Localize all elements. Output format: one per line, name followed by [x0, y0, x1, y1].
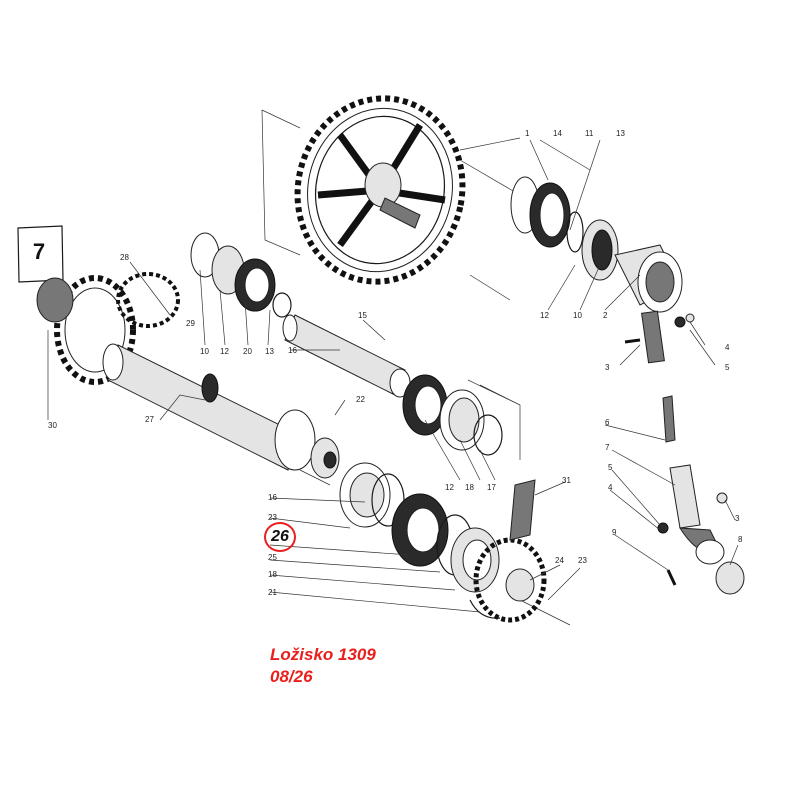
- part-label: 10: [573, 311, 582, 320]
- group-number: 7: [32, 239, 46, 264]
- highlighted-part-number: 26: [264, 522, 296, 552]
- nut: [674, 316, 686, 328]
- chain-link: [509, 479, 536, 541]
- part-label: 11: [585, 129, 594, 138]
- bolt: [624, 338, 641, 344]
- part-label: 13: [616, 129, 625, 138]
- upper-bearing-assembly: [510, 176, 683, 313]
- long-shaft: [102, 343, 340, 479]
- part-label: 18: [465, 483, 474, 492]
- washer: [685, 313, 695, 323]
- bracket-plate: [641, 310, 665, 364]
- part-label: 3: [605, 363, 610, 372]
- part-label: 16: [288, 346, 297, 355]
- left-bearing-assembly: [190, 232, 292, 318]
- frame-line: [261, 109, 301, 256]
- part-label: 29: [186, 319, 195, 328]
- part-label: 25: [268, 553, 277, 562]
- middle-bearing-assembly: [402, 374, 503, 456]
- part-label: 30: [48, 421, 57, 430]
- part-label: 4: [725, 343, 730, 352]
- part-label: 23: [268, 513, 277, 522]
- part-label: 31: [562, 476, 571, 485]
- part-label: 5: [725, 363, 730, 372]
- part-label: 14: [553, 129, 562, 138]
- frame-line: [459, 159, 521, 460]
- part-label: 22: [356, 395, 365, 404]
- part-label: 17: [487, 483, 496, 492]
- part-label: 2: [603, 311, 608, 320]
- part-label: 13: [265, 347, 274, 356]
- part-label: 27: [145, 415, 154, 424]
- part-label: 24: [555, 556, 564, 565]
- frame-line: [299, 469, 571, 626]
- large-sprocket: [294, 95, 466, 285]
- part-label: 15: [358, 311, 367, 320]
- part-label: 12: [445, 483, 454, 492]
- part-label: 1: [525, 129, 530, 138]
- leader-lines: [47, 137, 739, 613]
- part-label: 16: [268, 493, 277, 502]
- upper-shaft: [282, 314, 411, 398]
- part-label: 28: [120, 253, 129, 262]
- tension-arm-assembly: [657, 395, 745, 595]
- part-label: 10: [200, 347, 209, 356]
- part-labels: 1 14 11 13 28 29 10 12 20 13 16 15 12 10…: [48, 129, 743, 597]
- part-label: 12: [220, 347, 229, 356]
- part-label: 20: [243, 347, 252, 356]
- part-label: 7: [605, 443, 610, 452]
- part-label: 5: [608, 463, 613, 472]
- part-label: 3: [735, 514, 740, 523]
- part-label: 18: [268, 570, 277, 579]
- caption-code: 08/26: [270, 667, 313, 686]
- part-label: 6: [605, 418, 610, 427]
- part-label: 9: [612, 528, 617, 537]
- part-label: 8: [738, 535, 743, 544]
- part-label: 23: [578, 556, 587, 565]
- caption-part-name: Ložisko 1309: [270, 645, 376, 664]
- part-label: 21: [268, 588, 277, 597]
- part-label: 4: [608, 483, 613, 492]
- lower-bearing-assembly: [339, 462, 547, 623]
- part-label: 12: [540, 311, 549, 320]
